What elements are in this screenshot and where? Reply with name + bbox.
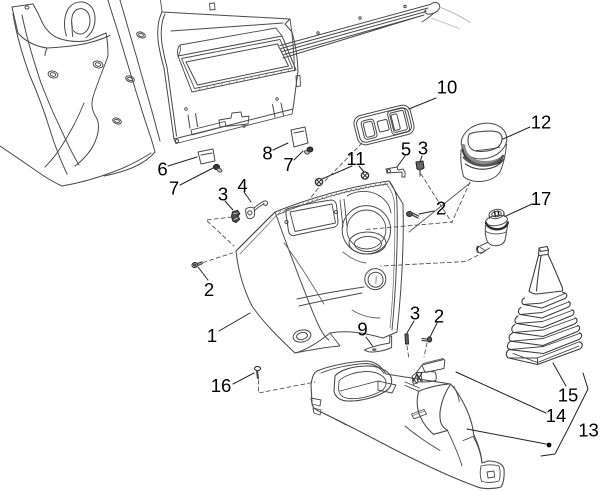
svg-text:3: 3 <box>410 303 420 324</box>
svg-text:3: 3 <box>218 184 228 205</box>
svg-text:5: 5 <box>401 139 411 160</box>
svg-text:16: 16 <box>211 375 232 396</box>
svg-text:11: 11 <box>346 148 365 169</box>
svg-text:14: 14 <box>546 405 567 426</box>
svg-text:2: 2 <box>434 306 444 327</box>
svg-text:12: 12 <box>531 112 552 133</box>
svg-text:10: 10 <box>437 77 458 98</box>
svg-text:4: 4 <box>237 175 247 196</box>
svg-text:17: 17 <box>531 188 552 209</box>
svg-text:13: 13 <box>578 420 599 441</box>
svg-text:3: 3 <box>418 138 428 159</box>
svg-text:2: 2 <box>204 279 214 300</box>
svg-text:15: 15 <box>558 385 579 406</box>
svg-text:7: 7 <box>283 154 293 175</box>
svg-text:2: 2 <box>436 198 446 219</box>
svg-text:6: 6 <box>157 159 167 180</box>
svg-text:9: 9 <box>357 319 367 340</box>
svg-text:7: 7 <box>169 178 179 199</box>
svg-text:1: 1 <box>207 325 217 346</box>
svg-text:8: 8 <box>262 143 272 164</box>
